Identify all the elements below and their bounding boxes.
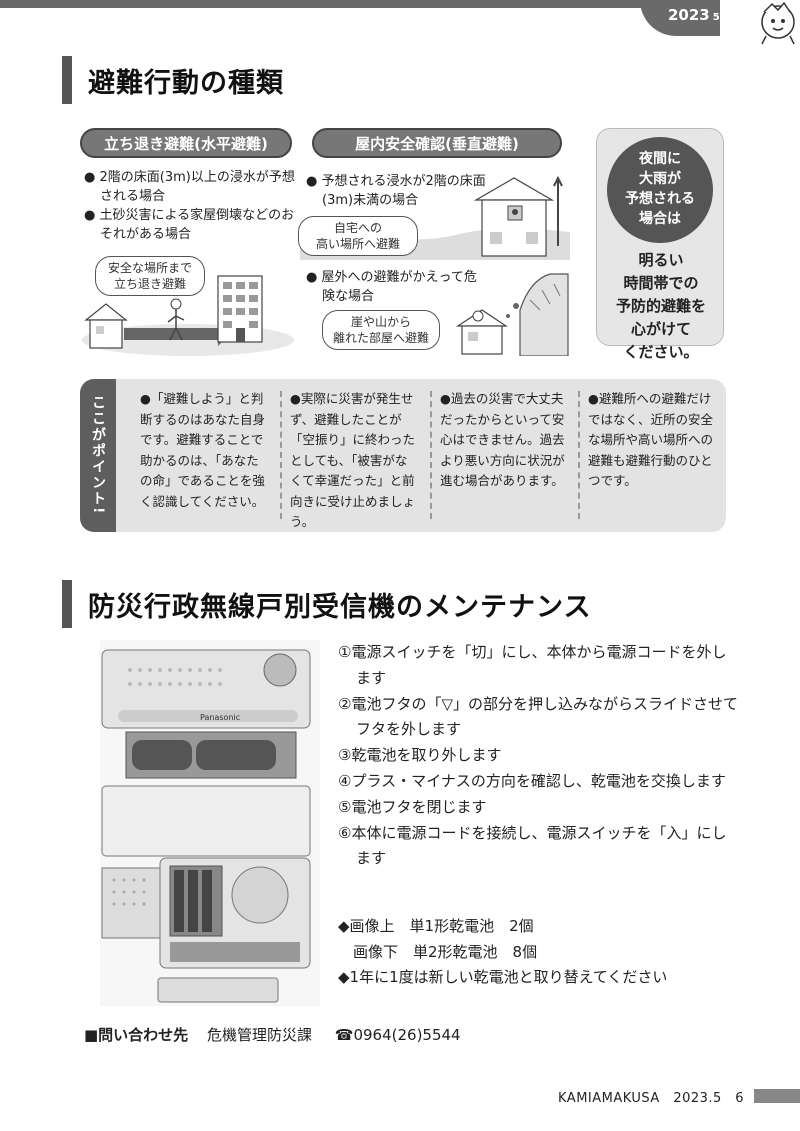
contact-dept: 危機管理防災課: [206, 1026, 312, 1044]
vertical-bubble-2: 崖や山から 離れた部屋へ避難: [322, 310, 440, 350]
vertical-bullet-text-1: 予想される浸水が2階の床面(3m)未満の場合: [321, 174, 486, 208]
divider: [578, 391, 580, 519]
key-points-tag: ここがポイント!: [80, 379, 116, 532]
vertical-evacuation-label: 屋内安全確認(垂直避難): [312, 128, 562, 158]
vertical-bullet-1: ● 予想される浸水が2階の床面(3m)未満の場合: [306, 172, 486, 210]
horizontal-evacuation-label: 立ち退き避難(水平避難): [80, 128, 292, 158]
battery-note: ◆1年に1度は新しい乾電池と取り替えてください: [338, 968, 668, 986]
contact-info: ■問い合わせ先 危機管理防災課 ☎0964(26)5544: [84, 1024, 461, 1045]
maintenance-steps: ①電源スイッチを「切」にし、本体から電源コードを外します ②電池フタの「▽」の部…: [338, 640, 738, 872]
horizontal-bullet: ● 土砂災害による家屋倒壊などのおそれがある場合: [84, 208, 295, 242]
header-bar: [0, 0, 660, 8]
maintenance-step: ②電池フタの「▽」の部分を押し込みながらスライドさせてフタを外します: [338, 694, 738, 739]
device-brand: Panasonic: [200, 713, 240, 722]
cliff-illustration: [456, 273, 569, 356]
horizontal-bullets: ● 2階の床面(3m)以上の浸水が予想される場合 ● 土砂災害による家屋倒壊など…: [84, 168, 299, 244]
section-evacuation-heading: 避難行動の種類: [62, 56, 284, 104]
heading-bar: [62, 580, 72, 628]
key-point-item: ●実際に災害が発生せず、避難したことが「空振り」に終わったとしても、「被害がなく…: [290, 391, 416, 529]
horizontal-bullet: ● 2階の床面(3m)以上の浸水が予想される場合: [84, 170, 295, 204]
section-radio-heading: 防災行政無線戸別受信機のメンテナンス: [62, 580, 591, 628]
divider: [430, 391, 432, 519]
vertical-bullet-text-2: 屋外への避難がかえって危険な場合: [321, 270, 477, 304]
divider: [280, 391, 282, 519]
night-advice-box: 夜間に 大雨が 予想される 場合は 明るい 時間帯での 予防的避難を 心がけて …: [596, 128, 724, 361]
contact-label: ■問い合わせ先: [84, 1026, 189, 1044]
footer-bar: [754, 1089, 800, 1103]
maintenance-step: ⑥本体に電源コードを接続し、電源スイッチを「入」にします: [338, 823, 727, 868]
heading-bar: [62, 56, 72, 104]
contact-phone: ☎0964(26)5544: [334, 1026, 461, 1044]
vertical-bullet: ● 屋外への避難がかえって危険な場合: [306, 270, 477, 304]
radio-receiver-illustration: Panasonic: [101, 649, 311, 1003]
battery-note: ◆画像上 単1形乾電池 2個: [338, 917, 534, 935]
section-evacuation-title: 避難行動の種類: [88, 67, 284, 99]
key-point-item: ●避難所への避難だけではなく、近所の安全な場所や高い場所への避難も避難行動のひと…: [588, 391, 714, 488]
battery-notes: ◆画像上 単1形乾電池 2個 画像下 単2形乾電池 8個 ◆1年に1度は新しい乾…: [338, 914, 667, 991]
key-point-item: ●過去の災害で大丈夫だったからといって安心はできません。過去より悪い方向に状況が…: [440, 391, 565, 488]
horizontal-evacuation-illustration: [82, 275, 294, 356]
battery-note: 画像下 単2形乾電池 8個: [338, 942, 538, 961]
mascot-illustration: [761, 1, 795, 45]
vertical-bullet: ● 予想される浸水が2階の床面(3m)未満の場合: [306, 174, 486, 208]
night-advice-message: 明るい 時間帯での 予防的避難を 心がけて ください。: [615, 251, 706, 361]
key-points-box: ここがポイント! ●「避難しよう」と判断するのはあなた自身です。避難することで助…: [80, 379, 726, 532]
radio-receiver-photo: Panasonic: [100, 640, 320, 1006]
vertical-bubble-1: 自宅への 高い場所へ避難: [298, 216, 418, 256]
horizontal-bubble: 安全な場所まで 立ち退き避難: [95, 256, 205, 296]
maintenance-step: ⑤電池フタを閉じます: [338, 797, 487, 816]
night-advice-lead: 夜間に 大雨が 予想される 場合は: [607, 137, 713, 243]
section-radio-title: 防災行政無線戸別受信機のメンテナンス: [88, 591, 592, 623]
maintenance-step: ①電源スイッチを「切」にし、本体から電源コードを外します: [338, 643, 727, 687]
vertical-bullet-2: ● 屋外への避難がかえって危険な場合: [306, 268, 486, 306]
horizontal-bullet-text-1: 2階の床面(3m)以上の浸水が予想される場合: [99, 170, 295, 204]
key-point-item: ●「避難しよう」と判断するのはあなた自身です。避難することで助かるのは、「あなた…: [140, 391, 266, 509]
page-footer: KAMIAMAKUSA 2023.5 6: [558, 1091, 745, 1106]
maintenance-step: ③乾電池を取り外します: [338, 746, 502, 765]
issue-year: 2023: [668, 6, 710, 24]
horizontal-bullet-text-2: 土砂災害による家屋倒壊などのおそれがある場合: [99, 208, 295, 242]
maintenance-step: ④プラス・マイナスの方向を確認し、乾電池を交換します: [338, 771, 726, 790]
issue-month: 5月号: [712, 12, 740, 23]
